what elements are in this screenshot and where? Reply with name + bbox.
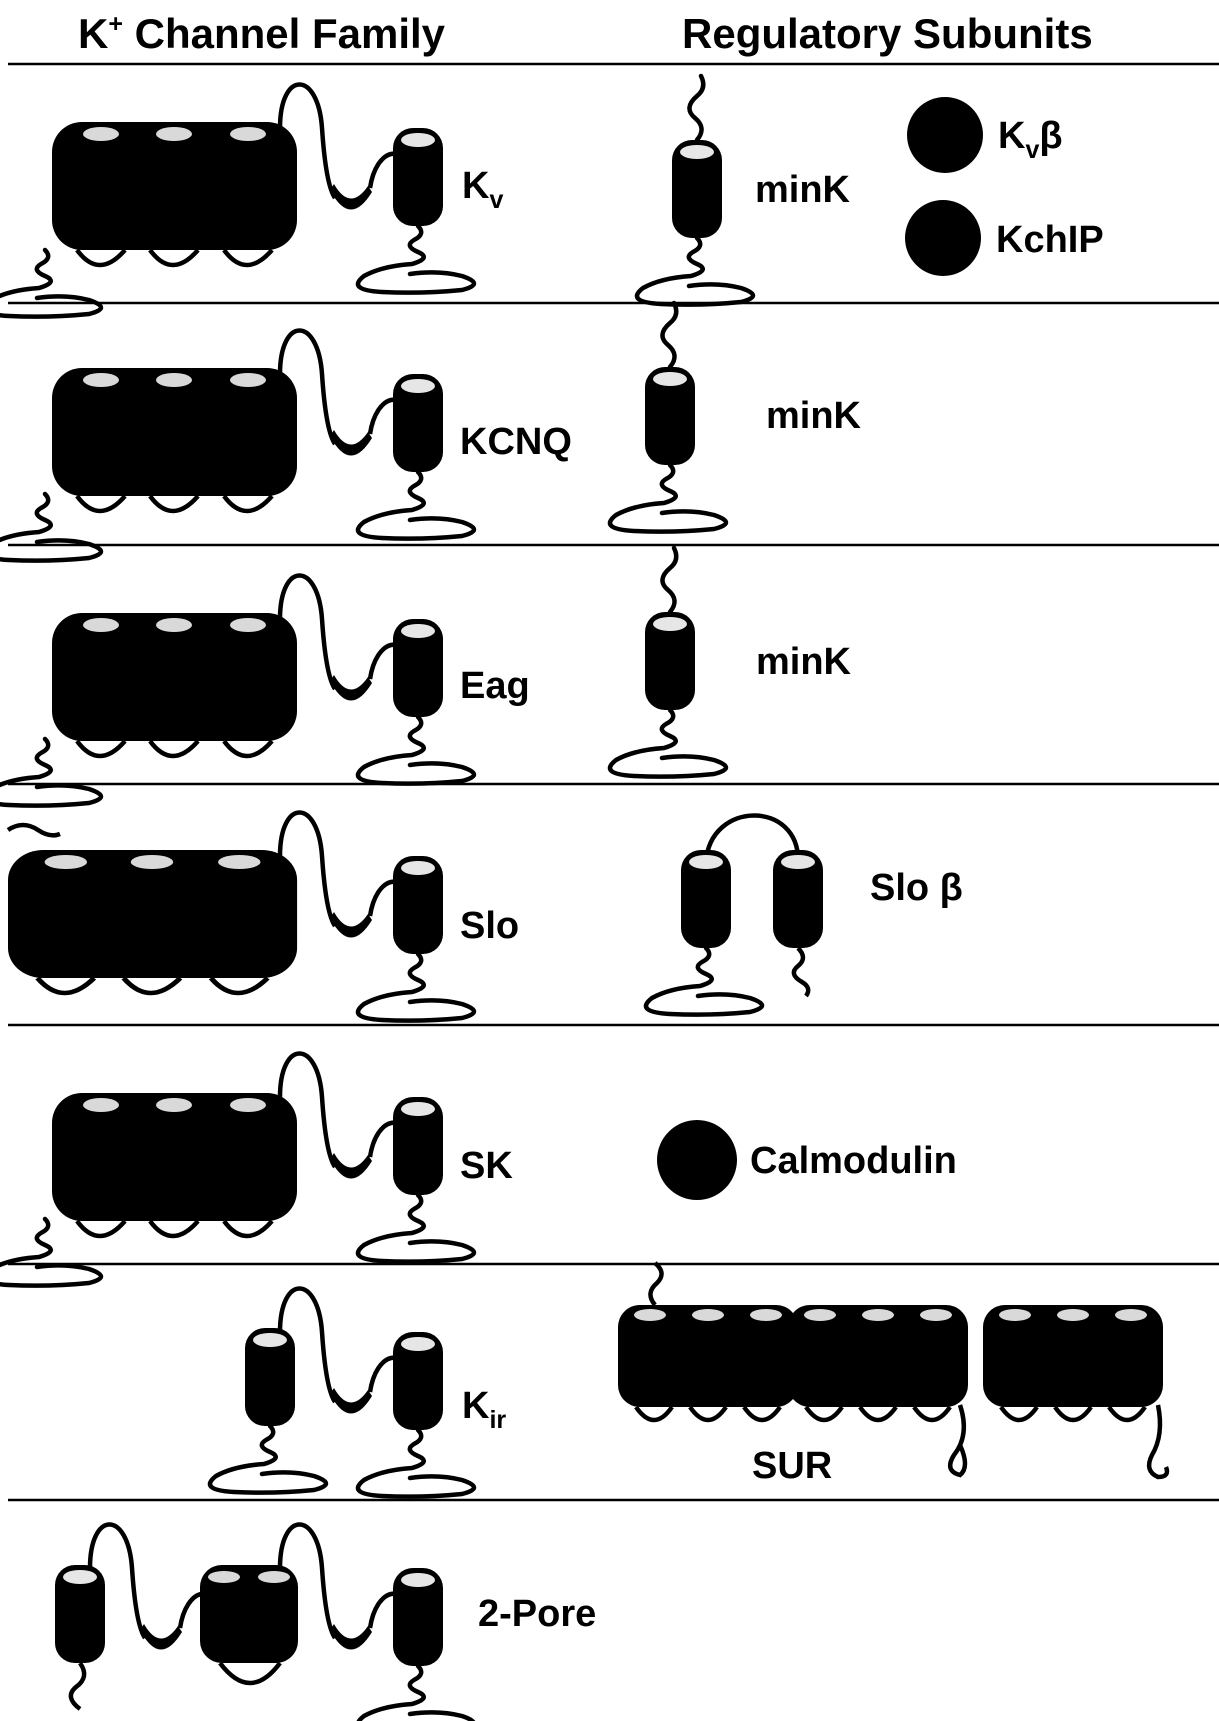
kir-n-terminal-tail bbox=[210, 1426, 326, 1493]
row-kv: Kv minK Kvβ KchIP bbox=[0, 76, 1104, 317]
slo-transmembrane-block bbox=[8, 850, 297, 993]
kir-pore-loop bbox=[280, 1289, 412, 1414]
label-sur: SUR bbox=[752, 1445, 832, 1487]
two-pore-c-terminal-tail bbox=[358, 1666, 474, 1721]
mink-wiggle-2 bbox=[662, 303, 676, 367]
row-slo: Slo Slo β bbox=[8, 813, 963, 1021]
kv-s6-helix bbox=[393, 128, 443, 226]
sur-nbf1-loop bbox=[950, 1405, 965, 1475]
row-dividers bbox=[8, 64, 1219, 1500]
label-mink-3: minK bbox=[756, 641, 852, 683]
sk-c-terminal-tail bbox=[358, 1195, 474, 1262]
row-kir: Kir SUR bbox=[210, 1263, 1167, 1497]
label-kv: Kv bbox=[462, 165, 503, 214]
calmodulin-subunit bbox=[657, 1120, 737, 1200]
sk-transmembrane-block bbox=[52, 1093, 297, 1236]
mink-helix-1 bbox=[672, 140, 722, 238]
label-calmodulin: Calmodulin bbox=[750, 1140, 957, 1182]
kir-c-terminal-tail bbox=[358, 1430, 474, 1497]
two-pore-m1-helix bbox=[55, 1565, 105, 1663]
slo-n-terminal-wiggle bbox=[8, 825, 60, 835]
row-eag: Eag minK bbox=[0, 548, 852, 806]
header-channel-family: K+ Channel Family bbox=[78, 10, 446, 57]
slo-pore-loop bbox=[280, 813, 412, 938]
eag-s6-helix bbox=[393, 619, 443, 717]
kv-c-terminal-tail bbox=[358, 226, 474, 293]
sur-tmd2-block bbox=[983, 1305, 1163, 1420]
label-mink-1: minK bbox=[755, 169, 851, 211]
slo-beta-tail bbox=[646, 948, 762, 1015]
mink-wiggle-3 bbox=[662, 548, 676, 612]
slo-beta-helix-2 bbox=[773, 850, 823, 948]
slo-beta-c-wiggle bbox=[794, 948, 808, 996]
label-mink-2: minK bbox=[766, 395, 862, 437]
kchip-subunit bbox=[905, 200, 981, 276]
two-pore-n-terminal-wiggle bbox=[71, 1663, 84, 1709]
eag-voltage-sensor-block bbox=[52, 613, 297, 756]
kir-m1-helix bbox=[245, 1328, 295, 1426]
eag-pore-loop bbox=[280, 576, 412, 701]
kcnq-voltage-sensor-block bbox=[52, 368, 297, 511]
label-sk: SK bbox=[460, 1145, 513, 1187]
two-pore-pore-loop-2 bbox=[280, 1525, 412, 1650]
label-2-pore: 2-Pore bbox=[478, 1593, 596, 1635]
sur-n-terminal-wiggle bbox=[650, 1263, 661, 1305]
label-kvbeta: Kvβ bbox=[998, 115, 1063, 164]
slo-s6-helix bbox=[393, 856, 443, 954]
kv-pore-loop bbox=[280, 85, 412, 210]
sur-tmd0-block bbox=[618, 1305, 798, 1420]
label-slo-beta: Slo β bbox=[870, 867, 963, 909]
mink-wiggle-1 bbox=[689, 76, 703, 140]
row-sk: SK Calmodulin bbox=[0, 1054, 957, 1286]
two-pore-m4-helix bbox=[393, 1568, 443, 1666]
mink-helix-3 bbox=[645, 612, 695, 710]
kcnq-s6-helix bbox=[393, 374, 443, 472]
kv-voltage-sensor-block bbox=[52, 122, 297, 265]
mink-tail-1 bbox=[637, 238, 753, 305]
mink-tail-2 bbox=[610, 465, 726, 532]
kir-m2-helix bbox=[393, 1332, 443, 1430]
sk-s6-helix bbox=[393, 1097, 443, 1195]
kvbeta-subunit bbox=[907, 97, 983, 173]
label-eag: Eag bbox=[460, 665, 530, 707]
kcnq-pore-loop bbox=[280, 331, 412, 456]
label-kcnq: KCNQ bbox=[460, 421, 572, 463]
kcnq-c-terminal-tail bbox=[358, 472, 474, 539]
row-2-pore: 2-Pore bbox=[55, 1525, 596, 1721]
sur-c-terminal-tail bbox=[1149, 1405, 1167, 1477]
slo-c-terminal-tail bbox=[358, 954, 474, 1021]
mink-helix-2 bbox=[645, 367, 695, 465]
label-kir: Kir bbox=[462, 1385, 506, 1434]
sur-tmd1-block bbox=[788, 1305, 968, 1420]
two-pore-cytoplasmic-loop bbox=[220, 1663, 280, 1683]
label-slo: Slo bbox=[460, 905, 519, 947]
label-kchip: KchIP bbox=[996, 219, 1104, 261]
header-regulatory-subunits: Regulatory Subunits bbox=[682, 10, 1093, 57]
slo-beta-helix-1 bbox=[681, 850, 731, 948]
eag-c-terminal-tail bbox=[358, 717, 474, 784]
sk-pore-loop bbox=[280, 1054, 412, 1179]
mink-tail-3 bbox=[610, 710, 726, 777]
row-kcnq: KCNQ minK bbox=[0, 303, 862, 561]
